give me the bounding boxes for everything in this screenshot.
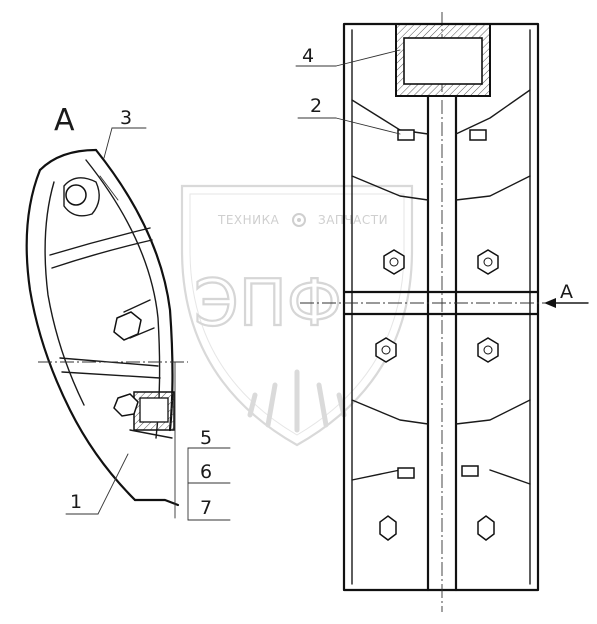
bolt-lower-right xyxy=(477,337,499,363)
front-view-assembly xyxy=(300,12,548,612)
lower-hatched-section xyxy=(113,391,175,439)
view-a-title: А xyxy=(54,103,75,138)
callout-7: 7 xyxy=(200,497,212,519)
top-hatched-block xyxy=(395,23,491,97)
bolt-side-pair-bottom xyxy=(397,465,479,479)
callout-3: 3 xyxy=(120,107,132,129)
mid-bolt xyxy=(113,299,155,341)
bolt-upper-right xyxy=(477,249,499,275)
watermark-logo-letters: ЭПФ xyxy=(194,267,342,341)
wheat-icon xyxy=(247,369,347,433)
watermark: ТЕХНИКА ЗАПЧАСТИ ЭПФ xyxy=(180,184,414,447)
gear-icon xyxy=(292,213,306,227)
view-a-arrow-label: А xyxy=(560,281,573,303)
callout-4: 4 xyxy=(302,45,314,67)
callout-6: 6 xyxy=(200,461,212,483)
view-a-section xyxy=(25,148,188,519)
callout-5: 5 xyxy=(200,427,212,449)
upper-bolt-head xyxy=(65,184,87,206)
callout-2: 2 xyxy=(310,95,322,117)
callout-1: 1 xyxy=(70,491,82,513)
watermark-brand: ТЕХНИКА xyxy=(217,213,280,227)
bolt-side-pair-top xyxy=(397,129,487,141)
watermark-shield xyxy=(180,184,414,447)
bolt-upper-left xyxy=(383,249,405,275)
bolt-base-pair xyxy=(379,515,495,541)
bolt-lower-left xyxy=(375,337,397,363)
chevron-ribs xyxy=(351,89,531,485)
leader-lines xyxy=(65,49,589,521)
watermark-brand2: ЗАПЧАСТИ xyxy=(318,213,388,227)
